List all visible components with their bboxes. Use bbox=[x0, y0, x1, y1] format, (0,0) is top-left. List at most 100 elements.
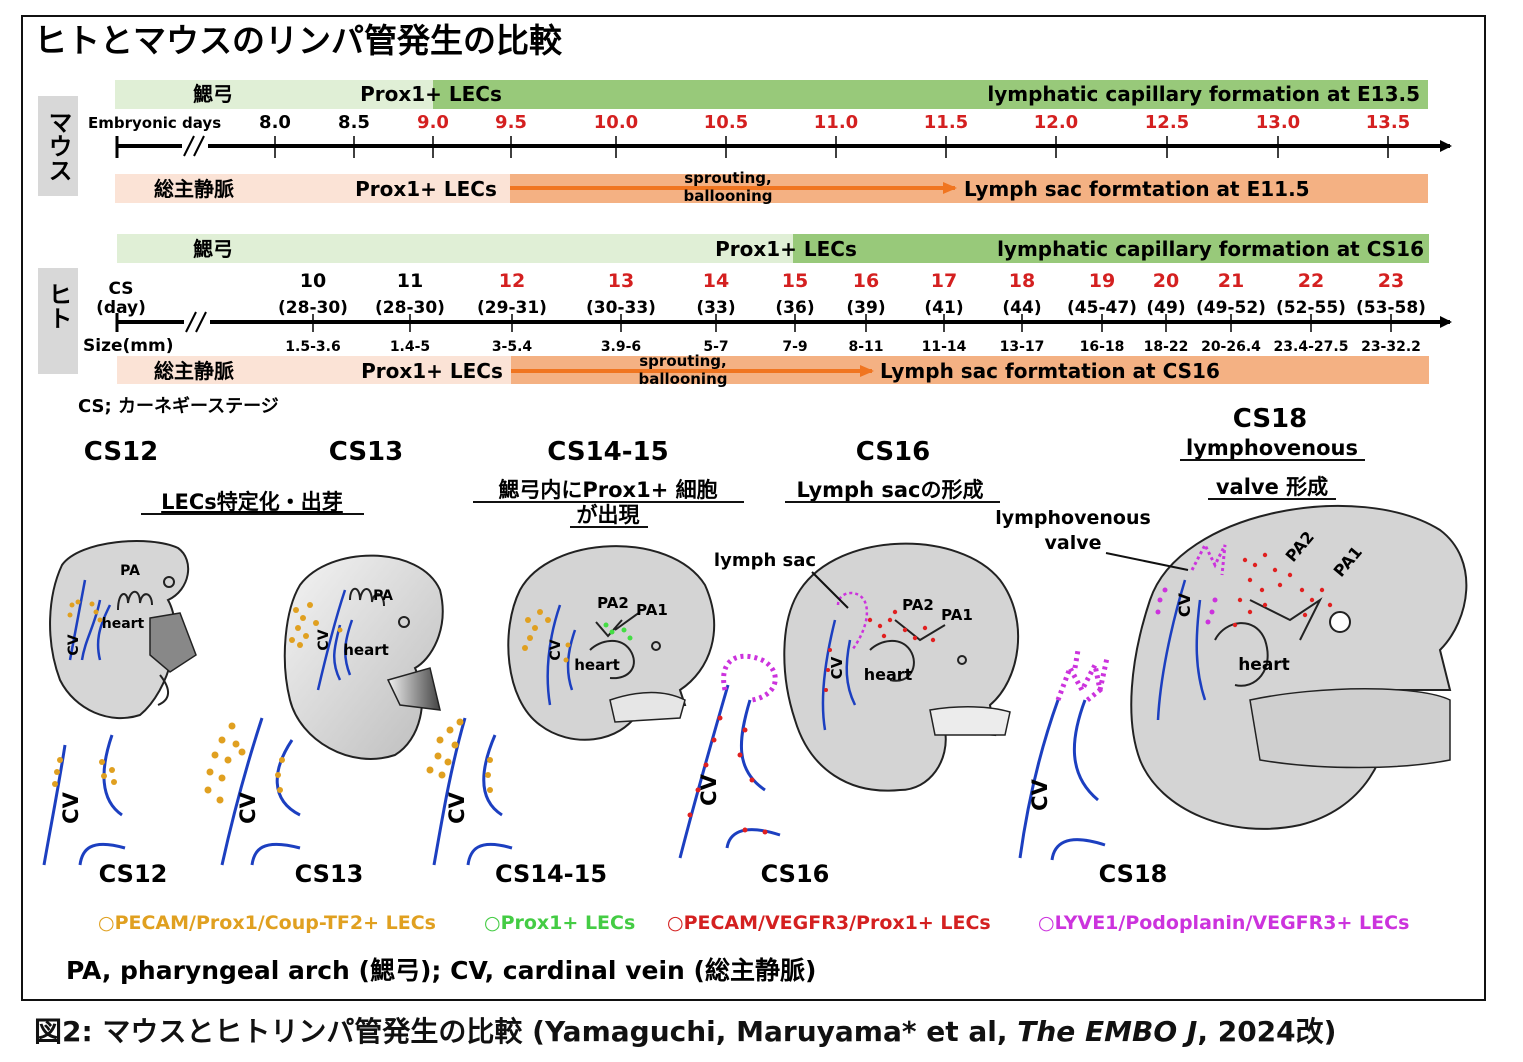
human-cs-20: 20 bbox=[1153, 270, 1179, 292]
cs18-heart-label: heart bbox=[1238, 655, 1290, 675]
human-cs-18: 18 bbox=[1009, 270, 1035, 292]
mouse-tick-6: 11.0 bbox=[814, 112, 858, 133]
cs-note: CS; カーネギーステージ bbox=[78, 396, 279, 417]
closeup-cs16-cv: CV bbox=[697, 773, 721, 805]
figure-title: ヒトとマウスのリンパ管発生の比較 bbox=[34, 21, 563, 60]
human-cs-label: CS bbox=[108, 279, 133, 299]
mouse-tick-4: 10.0 bbox=[594, 112, 638, 133]
cs13-heart-label: heart bbox=[343, 641, 389, 659]
legend-red: ○PECAM/VEGFR3/Prox1+ LECs bbox=[667, 912, 991, 934]
human-cs-17: 17 bbox=[931, 270, 957, 292]
panel-cs16-title: CS16 bbox=[856, 437, 930, 467]
human-size-16: 8-11 bbox=[848, 339, 883, 355]
human-cs-11: 11 bbox=[397, 270, 423, 292]
cs18-cv-label: CV bbox=[1175, 592, 1194, 617]
cs1415-heart-label: heart bbox=[574, 656, 620, 674]
human-size-13: 3.9-6 bbox=[601, 339, 641, 355]
mouse-capillary-label: lymphatic capillary formation at E13.5 bbox=[987, 82, 1420, 106]
mouse-tick-10: 13.0 bbox=[1256, 112, 1300, 133]
lv-callout-2: valve bbox=[1045, 532, 1102, 554]
mouse-tick-5: 10.5 bbox=[704, 112, 748, 133]
human-size-19: 16-18 bbox=[1080, 339, 1125, 355]
cs12-pa-label: PA bbox=[120, 563, 140, 579]
panel-cs1415-subtitle-1: 鰓弓内にProx1+ 細胞 bbox=[498, 478, 717, 502]
mouse-tick-11: 13.5 bbox=[1366, 112, 1410, 133]
human-cs-22: 22 bbox=[1298, 270, 1324, 292]
mouse-vein-label: 総主静脈 bbox=[154, 177, 234, 201]
human-lymph-sac-label: Lymph sac formtation at CS16 bbox=[880, 359, 1220, 383]
panel-cs18-title: CS18 bbox=[1233, 404, 1307, 434]
human-arch-label: 鰓弓 bbox=[193, 237, 233, 261]
mouse-arrow-label-2: ballooning bbox=[684, 187, 773, 205]
panel-cs12-subtitle: LECs特定化・出芽 bbox=[161, 490, 343, 514]
closeup-label-cs12: CS12 bbox=[99, 860, 168, 888]
panel-cs1415-subtitle-2: が出現 bbox=[577, 503, 640, 527]
mouse-side-label: マウス bbox=[44, 110, 72, 182]
human-cs-23: 23 bbox=[1378, 270, 1404, 292]
caption-journal: The EMBO J bbox=[1017, 1015, 1197, 1048]
cs16-pa1-label: PA1 bbox=[941, 606, 973, 624]
human-size-10: 1.5-3.6 bbox=[285, 339, 340, 355]
human-arrow-label-1: sprouting, bbox=[639, 352, 726, 370]
mouse-axis-label: Embryonic days bbox=[88, 114, 221, 132]
human-size-23: 23-32.2 bbox=[1361, 339, 1421, 355]
mouse-prox1-bottom: Prox1+ LECs bbox=[355, 177, 497, 201]
caption-end: , 2024改) bbox=[1197, 1015, 1336, 1048]
mouse-tick-7: 11.5 bbox=[924, 112, 968, 133]
cs13-cv-label: CV bbox=[316, 629, 332, 650]
mouse-tick-0: 8.0 bbox=[259, 112, 291, 133]
mouse-axis-break bbox=[182, 136, 208, 156]
mouse-prox1-top: Prox1+ LECs bbox=[360, 82, 502, 106]
human-prox1-top: Prox1+ LECs bbox=[715, 237, 857, 261]
lv-callout-1: lymphovenous bbox=[995, 507, 1151, 529]
mouse-tick-2: 9.0 bbox=[417, 112, 449, 133]
lymph-sac-callout: lymph sac bbox=[714, 550, 816, 571]
human-cs-15: 15 bbox=[782, 270, 808, 292]
cs1415-cv-label: CV bbox=[548, 639, 564, 660]
legend-green: ○Prox1+ LECs bbox=[484, 912, 635, 934]
human-cs-16: 16 bbox=[853, 270, 879, 292]
closeup-label-cs16: CS16 bbox=[761, 860, 830, 888]
human-cs-13: 13 bbox=[608, 270, 634, 292]
human-arrow-label-2: ballooning bbox=[639, 370, 728, 388]
closeup-cs12-cv: CV bbox=[59, 791, 83, 823]
human-size-18: 13-17 bbox=[1000, 339, 1045, 355]
closeup-cs18-cv: CV bbox=[1028, 778, 1052, 810]
mouse-tick-1: 8.5 bbox=[338, 112, 370, 133]
panel-cs16-subtitle: Lymph sacの形成 bbox=[797, 478, 984, 502]
closeup-cs1415-cv: CV bbox=[445, 791, 469, 823]
legend-magenta: ○LYVE1/Podoplanin/VEGFR3+ LECs bbox=[1038, 912, 1409, 934]
human-size-15: 7-9 bbox=[782, 339, 807, 355]
human-side-label: ヒト bbox=[44, 282, 72, 330]
figure-caption: 図2: マウスとヒトリンパ管発生の比較 (Yamaguchi, Maruyama… bbox=[34, 1010, 1336, 1050]
human-size-12: 3-5.4 bbox=[492, 339, 533, 355]
panel-cs12-title: CS12 bbox=[84, 437, 158, 467]
human-cs-12: 12 bbox=[499, 270, 525, 292]
panel-cs13-title: CS13 bbox=[329, 437, 403, 467]
abbreviations: PA, pharyngeal arch (鰓弓); CV, cardinal v… bbox=[66, 956, 816, 985]
cs1415-pa2-label: PA2 bbox=[597, 594, 629, 612]
human-size-21: 20-26.4 bbox=[1201, 339, 1261, 355]
mouse-arrow-label-1: sprouting, bbox=[684, 169, 771, 187]
human-size-label: Size(mm) bbox=[83, 336, 173, 356]
panel-cs1415-title: CS14-15 bbox=[547, 437, 668, 467]
mouse-tick-9: 12.5 bbox=[1145, 112, 1189, 133]
closeup-label-cs13: CS13 bbox=[295, 860, 364, 888]
closeup-label-cs18: CS18 bbox=[1099, 860, 1168, 888]
human-cs-21: 21 bbox=[1218, 270, 1244, 292]
cs16-pa2-label: PA2 bbox=[902, 596, 934, 614]
human-capillary-label: lymphatic capillary formation at CS16 bbox=[997, 237, 1424, 261]
panel-cs18-subtitle-2: valve 形成 bbox=[1216, 475, 1328, 499]
cs16-heart-label: heart bbox=[864, 665, 913, 684]
human-size-17: 11-14 bbox=[922, 339, 967, 355]
mouse-tick-3: 9.5 bbox=[495, 112, 527, 133]
legend-yellow: ○PECAM/Prox1/Coup-TF2+ LECs bbox=[98, 912, 436, 934]
human-vein-label: 総主静脈 bbox=[154, 359, 234, 383]
human-cs-14: 14 bbox=[703, 270, 729, 292]
cs13-pa-label: PA bbox=[373, 588, 393, 604]
human-size-22: 23.4-27.5 bbox=[1274, 339, 1349, 355]
cs16-cv-label: CV bbox=[828, 656, 846, 679]
cs1415-pa1-label: PA1 bbox=[636, 601, 668, 619]
human-size-11: 1.4-5 bbox=[390, 339, 430, 355]
